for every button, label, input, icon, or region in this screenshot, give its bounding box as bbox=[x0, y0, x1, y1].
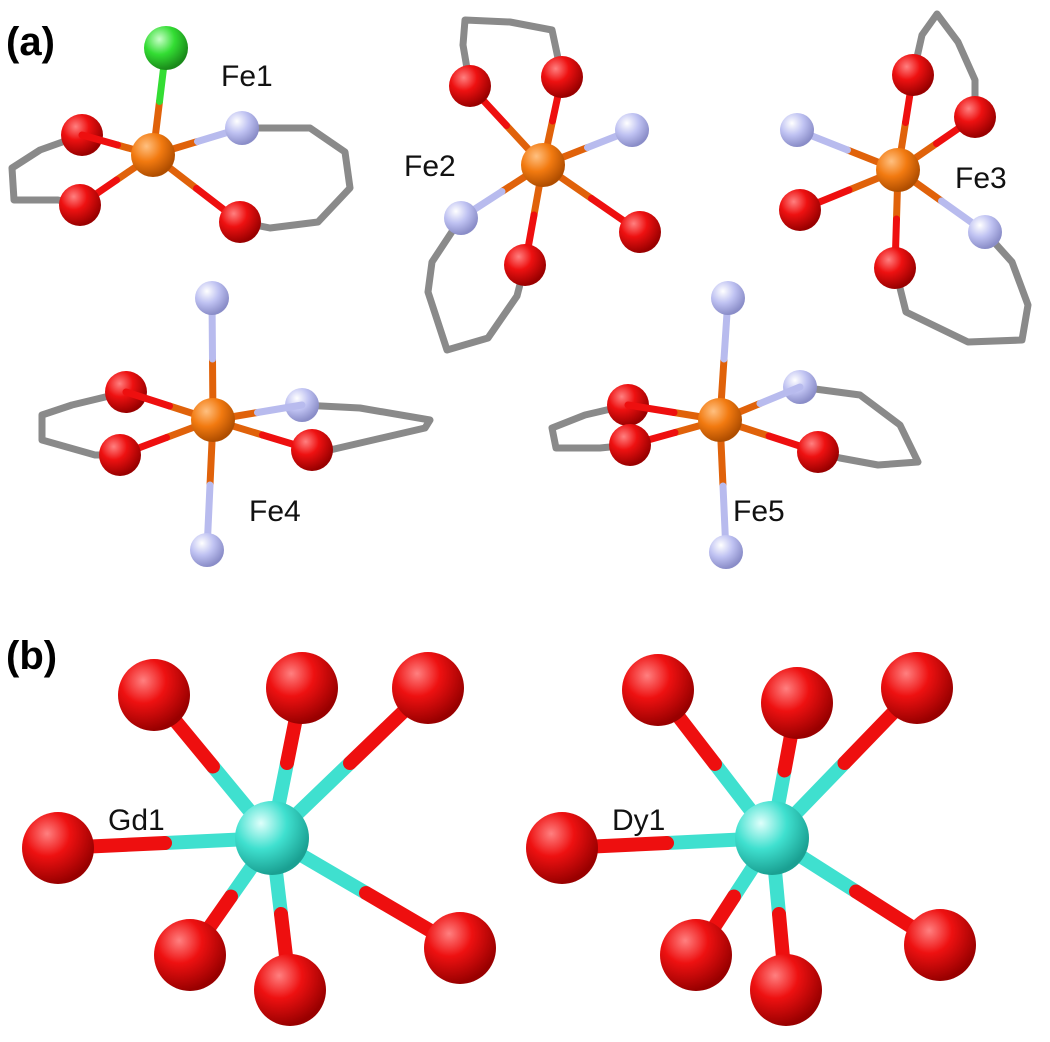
oxygen-atom bbox=[954, 96, 996, 138]
oxygen-atom bbox=[118, 659, 190, 731]
fe3-label: Fe3 bbox=[955, 162, 1007, 195]
iron-atom bbox=[876, 148, 920, 192]
nitrogen-atom bbox=[711, 281, 745, 315]
oxygen-atom bbox=[526, 812, 598, 884]
nitrogen-atom bbox=[190, 533, 224, 567]
oxygen-atom bbox=[424, 912, 496, 984]
oxygen-atom bbox=[660, 919, 732, 991]
nitrogen-atom bbox=[195, 281, 229, 315]
carbon-chain bbox=[236, 124, 354, 232]
ligand-bond-half bbox=[78, 131, 121, 149]
carbon-chain bbox=[459, 16, 566, 90]
oxygen-atom bbox=[219, 201, 261, 243]
oxygen-atom bbox=[266, 652, 338, 724]
oxygen-atom bbox=[392, 652, 464, 724]
oxygen-atom bbox=[59, 184, 101, 226]
fe3-site bbox=[779, 10, 1032, 346]
gd1-site bbox=[22, 652, 496, 1026]
lanthanide-atom bbox=[735, 801, 809, 875]
nitrogen-atom bbox=[968, 215, 1002, 249]
fe5-label: Fe5 bbox=[733, 495, 785, 528]
dy1-site bbox=[526, 652, 976, 1026]
fe4-label: Fe4 bbox=[249, 495, 301, 528]
oxygen-atom bbox=[609, 424, 651, 466]
iron-atom bbox=[131, 133, 175, 177]
panel-a-label: (a) bbox=[6, 20, 55, 64]
ligand-bond-half bbox=[756, 383, 804, 407]
iron-atom bbox=[698, 398, 742, 442]
oxygen-atom bbox=[22, 812, 94, 884]
fe2-site bbox=[424, 16, 661, 354]
oxygen-atom bbox=[874, 247, 916, 289]
oxygen-atom bbox=[761, 667, 833, 739]
nitrogen-atom bbox=[615, 113, 649, 147]
carbon-chain bbox=[891, 228, 1032, 346]
nitrogen-atom bbox=[709, 535, 743, 569]
fe1-label: Fe1 bbox=[221, 60, 273, 93]
oxygen-atom bbox=[541, 56, 583, 98]
nitrogen-atom bbox=[444, 201, 478, 235]
fe5-site bbox=[548, 281, 922, 569]
gd1-label: Gd1 bbox=[108, 804, 165, 837]
ligand-bond-half bbox=[624, 401, 678, 416]
oxygen-atom bbox=[254, 954, 326, 1026]
fe1-site bbox=[8, 26, 354, 243]
ligand-bond-half bbox=[254, 401, 306, 416]
panel-b-label: (b) bbox=[6, 634, 58, 678]
carbon-chain bbox=[909, 10, 979, 121]
ligand-bond-half bbox=[122, 388, 173, 410]
chlorine-atom bbox=[144, 26, 188, 70]
oxygen-atom bbox=[154, 919, 226, 991]
oxygen-atom bbox=[99, 434, 141, 476]
iron-atom bbox=[191, 398, 235, 442]
oxygen-atom bbox=[622, 654, 694, 726]
nitrogen-atom bbox=[780, 113, 814, 147]
carbon-chain bbox=[424, 214, 529, 354]
oxygen-atom bbox=[881, 652, 953, 724]
carbon-chain bbox=[796, 383, 922, 469]
fe2-label: Fe2 bbox=[404, 150, 456, 183]
lanthanide-atom bbox=[235, 801, 309, 875]
oxygen-atom bbox=[619, 211, 661, 253]
fe4-site bbox=[38, 281, 434, 567]
oxygen-atom bbox=[291, 429, 333, 471]
oxygen-atom bbox=[779, 189, 821, 231]
oxygen-atom bbox=[750, 954, 822, 1026]
iron-atom bbox=[521, 143, 565, 187]
nitrogen-atom bbox=[225, 111, 259, 145]
oxygen-atom bbox=[797, 431, 839, 473]
carbon-chain bbox=[548, 401, 634, 452]
dy1-label: Dy1 bbox=[612, 804, 666, 837]
oxygen-atom bbox=[504, 244, 546, 286]
oxygen-atom bbox=[892, 54, 934, 96]
oxygen-atom bbox=[904, 909, 976, 981]
oxygen-atom bbox=[449, 65, 491, 107]
